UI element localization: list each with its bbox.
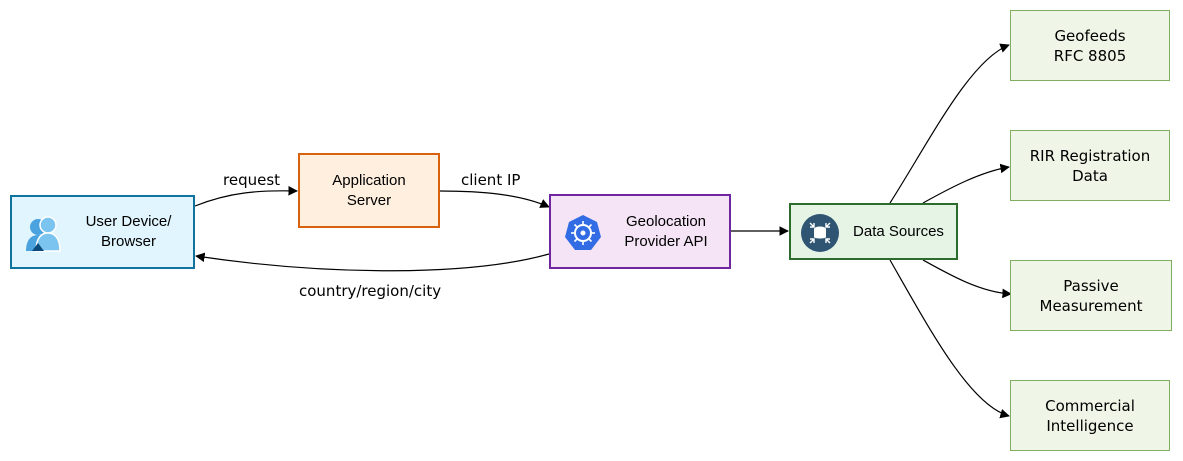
edge-to-passive <box>922 259 1012 299</box>
node-geofeeds-label: Geofeeds RFC 8805 <box>1053 26 1127 65</box>
edge-response <box>195 252 550 272</box>
node-rir-registration: RIR Registration Data <box>1010 130 1170 201</box>
label-response: country/region/city <box>299 282 442 300</box>
node-passive-measurement: Passive Measurement <box>1010 260 1172 331</box>
edge-to-rir <box>922 163 1010 204</box>
node-passive-label: Passive Measurement <box>1039 276 1143 315</box>
users-icon <box>24 213 64 253</box>
kubernetes-icon <box>563 213 603 253</box>
node-geofeeds: Geofeeds RFC 8805 <box>1010 10 1170 81</box>
node-user-label: User Device/ Browser <box>85 213 172 250</box>
node-app-label: Application Server <box>332 171 406 209</box>
edge-to-geofeeds <box>889 43 1010 204</box>
node-data-sources: Data Sources <box>789 203 958 260</box>
node-commercial-label: Commercial Intelligence <box>1045 396 1135 435</box>
edge-to-commercial <box>889 259 1010 419</box>
node-geolocation-api: Geolocation Provider API <box>549 194 731 269</box>
node-rir-label: RIR Registration Data <box>1029 146 1151 185</box>
node-user-device: User Device/ Browser <box>10 195 195 269</box>
edge-request <box>194 185 298 207</box>
database-hub-icon <box>800 213 840 253</box>
label-request: request <box>223 171 281 189</box>
node-data-label: Data Sources <box>853 222 944 240</box>
edge-client-ip <box>439 190 550 208</box>
node-application-server: Application Server <box>298 153 440 228</box>
node-geo-label: Geolocation Provider API <box>624 212 708 250</box>
label-client-ip: client IP <box>461 171 521 189</box>
node-commercial-intelligence: Commercial Intelligence <box>1010 380 1170 451</box>
